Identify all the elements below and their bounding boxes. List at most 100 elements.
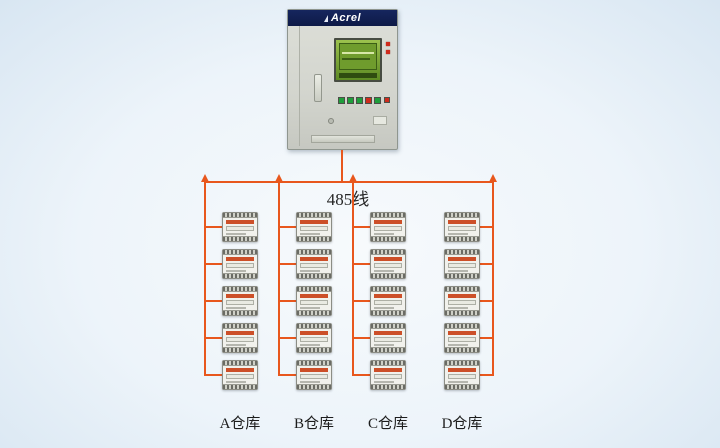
- terminal-strip-bottom: [371, 236, 405, 241]
- device-face: [223, 329, 257, 347]
- terminal-strip-top: [371, 361, 405, 366]
- device-display: [300, 374, 328, 379]
- terminal-strip-top: [445, 213, 479, 218]
- device-label-band: [226, 257, 254, 261]
- power-meter-module: [444, 286, 480, 316]
- device-text-line: [448, 307, 468, 309]
- power-meter-module: [370, 323, 406, 353]
- device-text-line: [448, 233, 468, 235]
- device-face: [445, 329, 479, 347]
- device-label-band: [226, 331, 254, 335]
- device-stub-line: [278, 226, 296, 228]
- device-label-band: [448, 331, 476, 335]
- device-label-band: [300, 294, 328, 298]
- terminal-strip-top: [223, 287, 257, 292]
- device-stub-line: [278, 300, 296, 302]
- terminal-strip-bottom: [445, 384, 479, 389]
- device-text-line: [226, 270, 246, 272]
- device-stub-line: [352, 263, 370, 265]
- device-text-line: [448, 270, 468, 272]
- device-label-band: [300, 368, 328, 372]
- terminal-strip-bottom: [445, 273, 479, 278]
- terminal-strip-bottom: [297, 273, 331, 278]
- power-meter-module: [444, 212, 480, 242]
- bus-label-485: 485线: [326, 190, 370, 209]
- lcd-trace-line: [342, 52, 374, 54]
- device-stub-line: [352, 300, 370, 302]
- cabinet-drop-line: [341, 150, 343, 183]
- device-text-line: [374, 270, 394, 272]
- device-stub-line: [480, 263, 494, 265]
- terminal-strip-top: [223, 361, 257, 366]
- power-meter-module: [444, 360, 480, 390]
- alarm-led: [386, 50, 390, 54]
- branch-arrowhead: [489, 174, 497, 182]
- terminal-strip-bottom: [371, 310, 405, 315]
- control-cabinet: Acrel: [287, 9, 398, 150]
- terminal-strip-bottom: [445, 347, 479, 352]
- device-label-band: [226, 368, 254, 372]
- device-face: [371, 218, 405, 236]
- device-stub-line: [204, 374, 222, 376]
- device-text-line: [374, 344, 394, 346]
- device-stub-line: [278, 374, 296, 376]
- terminal-strip-bottom: [223, 273, 257, 278]
- device-face: [371, 366, 405, 384]
- device-label-band: [374, 257, 402, 261]
- device-stub-line: [352, 374, 370, 376]
- terminal-strip-top: [297, 250, 331, 255]
- terminal-strip-bottom: [445, 310, 479, 315]
- terminal-strip-top: [223, 324, 257, 329]
- device-label-band: [374, 294, 402, 298]
- device-display: [448, 300, 476, 305]
- terminal-strip-top: [445, 361, 479, 366]
- device-label-band: [300, 220, 328, 224]
- column-line-D: [492, 181, 494, 376]
- device-label-band: [448, 257, 476, 261]
- device-label-band: [226, 220, 254, 224]
- device-face: [297, 366, 331, 384]
- terminal-strip-bottom: [445, 236, 479, 241]
- device-face: [297, 255, 331, 273]
- power-meter-module: [222, 212, 258, 242]
- device-text-line: [300, 381, 320, 383]
- warehouse-label-b: B仓库: [293, 416, 334, 432]
- device-face: [223, 292, 257, 310]
- warehouse-label-c: C仓库: [367, 416, 408, 432]
- device-text-line: [300, 307, 320, 309]
- device-face: [223, 218, 257, 236]
- power-meter-module: [444, 249, 480, 279]
- terminal-strip-bottom: [223, 310, 257, 315]
- device-display: [374, 374, 402, 379]
- device-display: [448, 337, 476, 342]
- power-meter-module: [222, 249, 258, 279]
- panel-button-green: [356, 97, 363, 104]
- power-meter-module: [370, 286, 406, 316]
- device-text-line: [226, 381, 246, 383]
- branch-arrowhead: [201, 174, 209, 182]
- lcd-status-bar: [339, 73, 377, 78]
- panel-button-green: [347, 97, 354, 104]
- warehouse-label-d: D仓库: [441, 416, 483, 432]
- device-stub-line: [480, 226, 494, 228]
- device-label-band: [374, 368, 402, 372]
- device-display: [374, 300, 402, 305]
- brand-bar: Acrel: [288, 10, 397, 26]
- panel-button-red-side: [384, 97, 390, 103]
- column-line-A: [204, 181, 206, 376]
- device-text-line: [374, 381, 394, 383]
- device-face: [371, 292, 405, 310]
- cabinet-door-seam: [299, 26, 300, 146]
- device-display: [226, 374, 254, 379]
- device-stub-line: [204, 226, 222, 228]
- terminal-strip-bottom: [223, 347, 257, 352]
- terminal-strip-top: [371, 324, 405, 329]
- terminal-strip-top: [223, 213, 257, 218]
- terminal-strip-top: [297, 287, 331, 292]
- power-meter-module: [296, 286, 332, 316]
- device-stub-line: [204, 300, 222, 302]
- terminal-strip-top: [445, 250, 479, 255]
- terminal-strip-top: [371, 250, 405, 255]
- terminal-strip-bottom: [297, 384, 331, 389]
